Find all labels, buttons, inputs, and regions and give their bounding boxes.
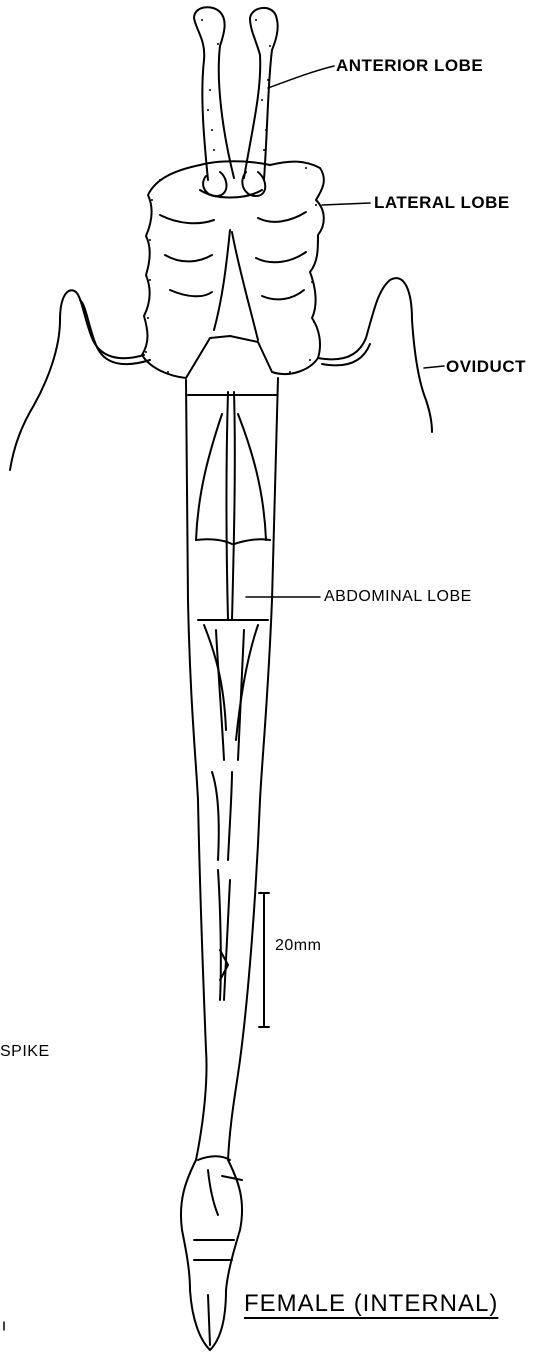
spike-tip [190, 1290, 226, 1350]
scale-bar-label: 20mm [275, 938, 321, 954]
abdominal-lobe [181, 378, 278, 1290]
lateral-lobe-label: LATERAL LOBE [374, 194, 510, 211]
abdominal-lobe-label: ABDOMINAL LOBE [324, 589, 472, 605]
oviducts [10, 278, 432, 470]
spike-label: SPIKE [0, 1044, 50, 1060]
figure-caption: FEMALE (INTERNAL) [244, 1292, 498, 1316]
anterior-lobes [194, 7, 278, 180]
scale-bar [259, 893, 269, 1027]
leader-lines [246, 66, 444, 597]
lateral-lobes [142, 161, 324, 378]
anterior-lobe-leader [268, 66, 334, 88]
lateral-lobe-leader [322, 203, 370, 205]
oviduct-label: OVIDUCT [446, 358, 526, 375]
anterior-lobe-label: ANTERIOR LOBE [336, 57, 483, 74]
oviduct-leader [424, 366, 444, 368]
